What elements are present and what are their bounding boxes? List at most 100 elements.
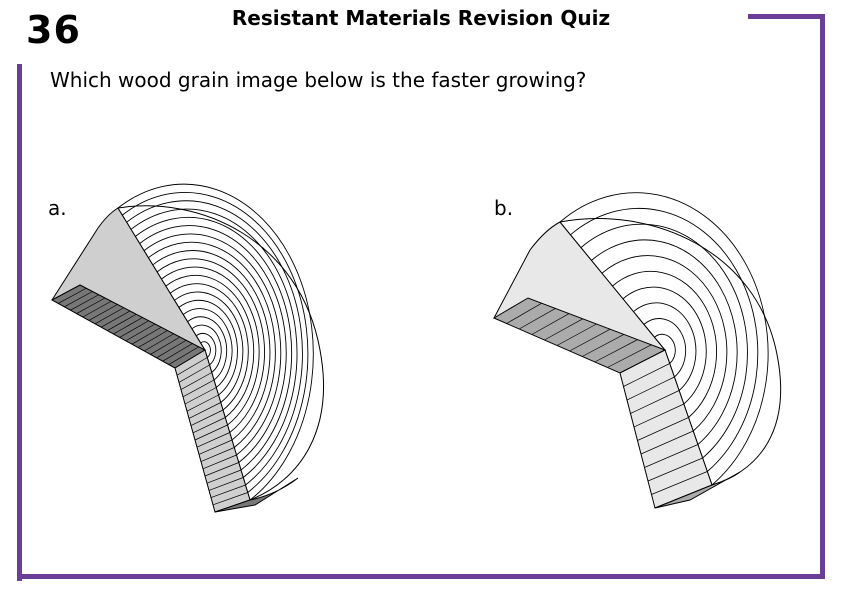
- grain-line: [176, 357, 208, 376]
- grain-line: [200, 447, 235, 462]
- growth-ring: [633, 302, 697, 391]
- frame-bottom: [17, 574, 825, 579]
- grain-line: [182, 379, 215, 398]
- grain-line: [156, 339, 187, 359]
- growth-ring: [178, 299, 238, 396]
- grain-line: [186, 394, 219, 412]
- grain-line: [594, 339, 638, 363]
- growth-ring: [122, 192, 309, 493]
- grain-line: [150, 336, 181, 355]
- grain-line: [194, 424, 228, 441]
- growth-ring: [130, 208, 298, 478]
- growth-ring: [156, 258, 265, 433]
- log-a-bottom-edge: [214, 477, 299, 513]
- growth-ring: [174, 291, 244, 403]
- grain-line: [519, 308, 556, 330]
- grain-line: [162, 343, 193, 362]
- grain-line: [82, 300, 112, 318]
- grain-line: [113, 317, 143, 335]
- grain-line: [206, 469, 242, 484]
- grain-line: [212, 492, 248, 506]
- grain-line: [76, 297, 106, 314]
- growth-ring: [580, 223, 748, 459]
- grain-line: [637, 417, 689, 441]
- log-b-growth-rings: [559, 192, 769, 486]
- growth-ring: [135, 216, 292, 471]
- grain-line: [633, 403, 684, 428]
- frame-top: [748, 14, 825, 19]
- growth-ring: [591, 239, 738, 445]
- slide-number: 36: [26, 8, 81, 52]
- grain-line: [208, 477, 244, 491]
- log-b-grain-lines: [506, 302, 708, 495]
- grain-line: [101, 310, 131, 328]
- growth-ring: [559, 192, 769, 486]
- grain-line: [192, 417, 226, 434]
- growth-ring: [191, 324, 222, 373]
- log-b-bottom-edge: [654, 471, 741, 509]
- grain-line: [582, 334, 625, 357]
- grain-line: [506, 302, 542, 324]
- grain-line: [607, 344, 652, 368]
- growth-ring: [196, 332, 217, 366]
- log-a-face-outline: [117, 205, 324, 501]
- growth-ring: [117, 183, 314, 501]
- grain-line: [125, 323, 156, 342]
- grain-line: [651, 471, 708, 495]
- grain-line: [202, 454, 237, 470]
- growth-ring: [601, 255, 728, 432]
- growth-ring: [126, 200, 303, 486]
- growth-ring: [161, 266, 260, 426]
- grain-line: [131, 326, 162, 345]
- grain-line: [204, 462, 239, 477]
- growth-ring: [612, 270, 717, 418]
- growth-ring: [169, 283, 249, 411]
- option-b-label[interactable]: b.: [494, 196, 514, 220]
- growth-ring: [139, 225, 287, 463]
- option-a-label[interactable]: a.: [48, 196, 67, 220]
- grain-line: [556, 323, 597, 346]
- growth-ring: [148, 241, 276, 448]
- growth-ring: [182, 308, 233, 388]
- grain-line: [640, 430, 694, 455]
- grain-line: [180, 372, 212, 390]
- growth-ring: [643, 318, 687, 378]
- grain-line: [178, 364, 210, 383]
- grain-line: [190, 409, 224, 426]
- log-b-face-outline: [559, 218, 782, 486]
- grain-line: [198, 439, 233, 455]
- slide-title: Resistant Materials Revision Quiz: [231, 6, 611, 30]
- grain-line: [531, 313, 570, 335]
- grain-line: [188, 402, 221, 419]
- grain-line: [184, 387, 217, 405]
- growth-ring: [187, 316, 228, 381]
- growth-ring: [654, 333, 676, 364]
- grain-line: [144, 333, 174, 352]
- grain-line: [210, 484, 246, 498]
- grain-line: [88, 304, 118, 321]
- grain-line: [70, 294, 99, 311]
- grain-line: [569, 328, 611, 352]
- grain-line: [644, 444, 699, 468]
- grain-line: [137, 330, 168, 348]
- grain-line: [626, 376, 675, 401]
- log-a-growth-rings: [117, 183, 314, 501]
- grain-line: [196, 432, 230, 448]
- growth-ring: [570, 207, 759, 472]
- growth-ring: [152, 250, 271, 441]
- grain-line: [64, 291, 93, 308]
- grain-line: [57, 287, 87, 304]
- grain-line: [168, 346, 199, 365]
- grain-line: [647, 457, 703, 482]
- frame-right: [820, 14, 825, 579]
- grain-line: [107, 313, 137, 331]
- growth-ring: [622, 286, 707, 405]
- grain-line: [119, 320, 149, 338]
- log-a-grain-lines: [57, 287, 248, 506]
- question-text: Which wood grain image below is the fast…: [50, 68, 587, 92]
- growth-ring: [143, 233, 282, 456]
- grain-line: [94, 307, 124, 325]
- growth-ring: [200, 341, 211, 358]
